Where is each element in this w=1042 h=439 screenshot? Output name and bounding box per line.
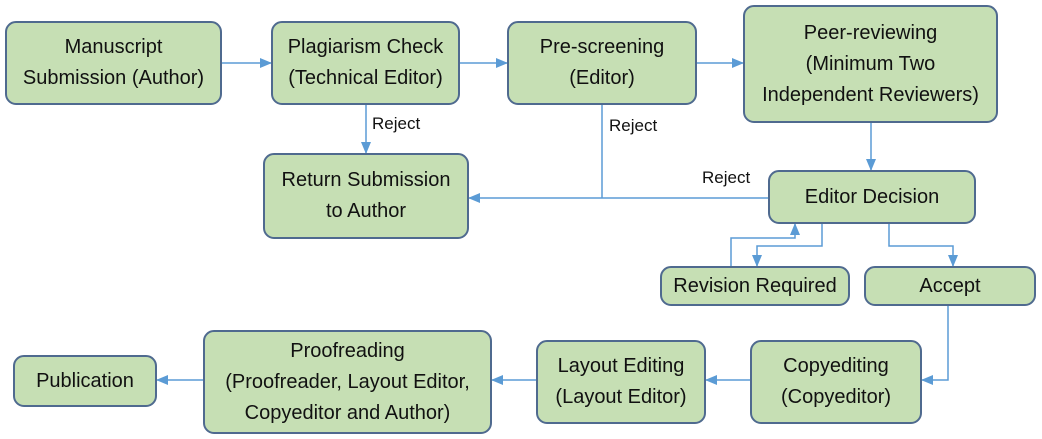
- box-line: Manuscript: [64, 36, 163, 58]
- reject-label-plagiarism: Reject: [372, 114, 421, 133]
- box-line: Proofreading: [290, 339, 405, 362]
- box-line: Plagiarism Check: [287, 36, 444, 58]
- box-line: Peer-reviewing: [803, 21, 938, 44]
- layout-editing-box: Layout Editing (Layout Editor): [536, 340, 706, 424]
- arrow-editor-to-accept: [888, 224, 958, 267]
- box-line: Accept: [919, 274, 981, 297]
- accept-box: Accept: [864, 266, 1036, 306]
- pre-screening-box: Pre-screening (Editor): [507, 21, 697, 105]
- box-line: Independent Reviewers): [762, 83, 979, 106]
- box-line: Editor Decision: [804, 185, 940, 208]
- editor-decision-box: Editor Decision: [768, 170, 976, 224]
- box-line: Copyeditor and Author): [244, 401, 451, 424]
- box-line: Return Submission: [281, 169, 451, 191]
- box-line: Pre-screening: [539, 36, 665, 58]
- publication-box: Publication: [13, 355, 157, 407]
- box-line: Layout Editing: [557, 355, 685, 377]
- box-line: Copyediting: [783, 355, 889, 377]
- box-line: to Author: [325, 200, 407, 222]
- plagiarism-check-box: Plagiarism Check (Technical Editor): [271, 21, 460, 105]
- box-line: Revision Required: [673, 274, 837, 297]
- box-line: (Technical Editor): [288, 67, 443, 89]
- copyediting-box: Copyediting (Copyeditor): [750, 340, 922, 424]
- box-line: (Proofreader, Layout Editor,: [225, 370, 470, 393]
- arrow-revision-to-editor: [730, 223, 800, 266]
- arrow-accept-to-copyediting: [921, 306, 949, 385]
- reject-label-editor: Reject: [702, 168, 751, 187]
- box-line: (Copyeditor): [780, 386, 892, 408]
- return-submission-box: Return Submission to Author: [263, 153, 469, 239]
- box-line: Submission (Author): [22, 67, 205, 89]
- box-line: (Minimum Two: [805, 52, 936, 75]
- proofreading-box: Proofreading (Proofreader, Layout Editor,…: [203, 330, 492, 434]
- box-line: (Layout Editor): [555, 386, 687, 408]
- reject-label-prescreening: Reject: [609, 116, 658, 135]
- revision-required-box: Revision Required: [660, 266, 850, 306]
- arrow-editor-to-revision: [752, 224, 823, 267]
- box-line: (Editor): [569, 67, 635, 89]
- box-line: Publication: [36, 369, 134, 392]
